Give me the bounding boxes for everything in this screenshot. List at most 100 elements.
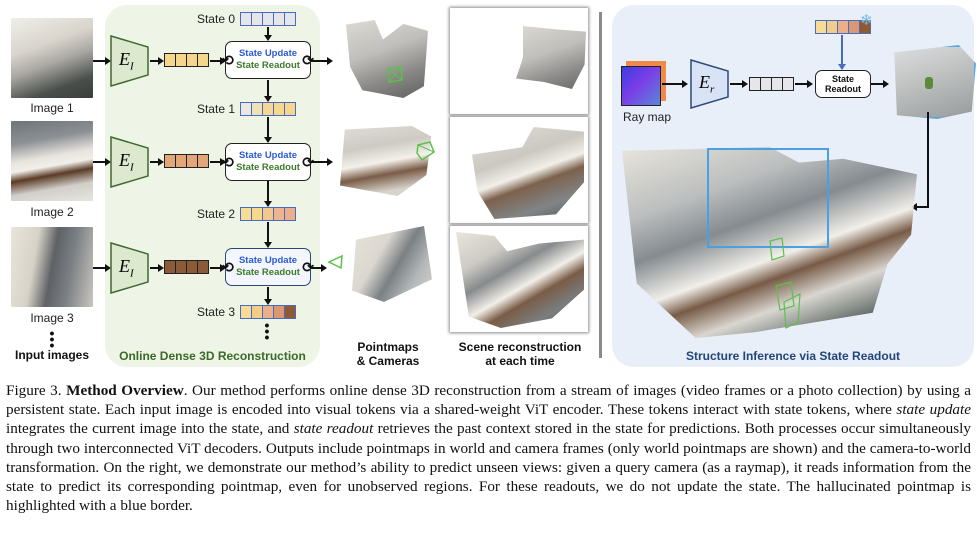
arrow-tokens2-to-decoder xyxy=(210,158,226,166)
image-encoder-2-label: EI xyxy=(119,150,134,174)
state-update-label: State Update xyxy=(238,150,298,161)
image-tokens-1 xyxy=(164,53,209,67)
arrow-state1-to-decoder2 xyxy=(264,117,272,143)
arrow-tokens3-to-decoder xyxy=(210,264,226,272)
input-image-2 xyxy=(11,121,93,201)
pointmap-1 xyxy=(346,20,428,98)
state-token xyxy=(860,21,870,33)
token xyxy=(198,54,208,66)
token xyxy=(165,54,176,66)
state-token xyxy=(849,21,860,33)
token xyxy=(187,54,198,66)
state-readout-label: State Readout xyxy=(236,60,300,71)
decoder-box-3: ⟲ State Update State Readout ⟳ xyxy=(222,248,314,286)
hallucinated-region-border xyxy=(707,148,829,248)
state-token xyxy=(241,208,252,220)
arrow-decoder2-to-pointmap xyxy=(311,158,333,166)
arrow-state-to-readout xyxy=(841,35,843,69)
section-divider xyxy=(599,12,602,358)
caption-text-1: . Our method performs online dense 3D re… xyxy=(6,382,972,419)
query-tokens xyxy=(749,77,794,91)
arrow-state-to-readout-head xyxy=(838,64,846,70)
ray-map-icon xyxy=(621,66,661,106)
arrow-decoder2-to-state2 xyxy=(264,181,272,207)
state-2-tokens xyxy=(240,207,296,221)
loop-arrow-left-icon: ⟲ xyxy=(222,154,234,170)
more-images-ellipsis: ••• xyxy=(49,325,55,353)
state-token xyxy=(274,103,285,115)
loop-arrow-right-icon: ⟳ xyxy=(302,259,314,275)
pointmap-3 xyxy=(352,226,432,302)
arrow-tokens-to-readout xyxy=(795,80,813,88)
state-token xyxy=(274,208,285,220)
camera-frustum-1 xyxy=(387,66,403,83)
arrow-decoder1-to-state1 xyxy=(264,80,272,102)
token xyxy=(165,261,176,273)
ray-map-label: Ray map xyxy=(622,110,672,124)
state-update-label: State Update xyxy=(238,255,298,266)
token xyxy=(750,78,761,90)
image-encoder-3-label: EI xyxy=(119,256,134,280)
image-encoder-1-label: EI xyxy=(119,49,134,73)
ray-encoder-label: Er xyxy=(699,72,715,96)
loop-arrow-right-icon: ⟳ xyxy=(302,154,314,170)
connector-vertical xyxy=(927,112,929,207)
state-0-tokens xyxy=(240,12,296,26)
state-update-label: State Update xyxy=(238,48,298,59)
caption-text-3: retrieves the past context stored in the… xyxy=(6,420,971,515)
token xyxy=(761,78,772,90)
state-token xyxy=(252,208,263,220)
scene-reconstruction-2 xyxy=(450,117,588,223)
arrow-state2-to-decoder3 xyxy=(264,222,272,248)
frozen-state-tokens xyxy=(815,20,871,34)
arrow-to-full-scene xyxy=(913,206,929,208)
online-panel-title: Online Dense 3D Reconstruction xyxy=(119,349,306,363)
state-2-label: State 2 xyxy=(196,207,235,221)
camera-frustum-2 xyxy=(416,141,435,162)
caption-italic-state-readout: state readout xyxy=(293,420,374,438)
token xyxy=(176,54,187,66)
scene-reconstruction-1 xyxy=(450,8,588,114)
hallucinated-pointmap xyxy=(894,45,976,119)
loop-arrow-left-icon: ⟲ xyxy=(222,52,234,68)
image-encoder-2 xyxy=(110,136,149,188)
image-encoder-3 xyxy=(110,242,149,294)
arrow-image1-to-encoder xyxy=(93,57,111,65)
token xyxy=(176,155,187,167)
loop-arrow-right-icon: ⟳ xyxy=(302,52,314,68)
token xyxy=(187,155,198,167)
image-tokens-3 xyxy=(164,260,209,274)
state-token xyxy=(252,103,263,115)
caption-bold-title: Method Overview xyxy=(66,382,184,399)
arrow-tokens1-to-decoder xyxy=(210,57,226,65)
arrow-encoder2-to-tokens xyxy=(150,158,164,166)
loop-arrow-left-icon: ⟲ xyxy=(222,259,234,275)
state-token xyxy=(816,21,827,33)
arrow-decoder3-to-pointmap xyxy=(311,264,327,272)
input-image-3-label: Image 3 xyxy=(30,311,74,325)
token xyxy=(198,261,208,273)
scene-reconstruction-3 xyxy=(450,226,588,332)
state-token xyxy=(241,103,252,115)
input-image-1-label: Image 1 xyxy=(30,101,74,115)
state-readout-label: State Readout xyxy=(236,162,300,173)
input-image-1 xyxy=(11,18,93,98)
camera-frustum-3 xyxy=(327,254,343,270)
image-tokens-2 xyxy=(164,154,209,168)
state-0-label: State 0 xyxy=(196,12,235,26)
token xyxy=(772,78,783,90)
arrow-decoder3-to-state3 xyxy=(264,287,272,305)
arrow-readout-to-pointmap xyxy=(871,80,889,88)
arrow-encoder3-to-tokens xyxy=(150,264,164,272)
state-token xyxy=(274,13,285,25)
arrow-raymap-to-encoder xyxy=(662,80,688,88)
state-3-tokens xyxy=(240,305,296,319)
more-states-ellipsis: ••• xyxy=(264,317,270,345)
arrow-encoder1-to-tokens xyxy=(150,57,164,65)
token xyxy=(783,78,793,90)
input-image-2-label: Image 2 xyxy=(30,205,74,219)
state-token xyxy=(838,21,849,33)
camera-frustums-scene xyxy=(769,237,801,329)
